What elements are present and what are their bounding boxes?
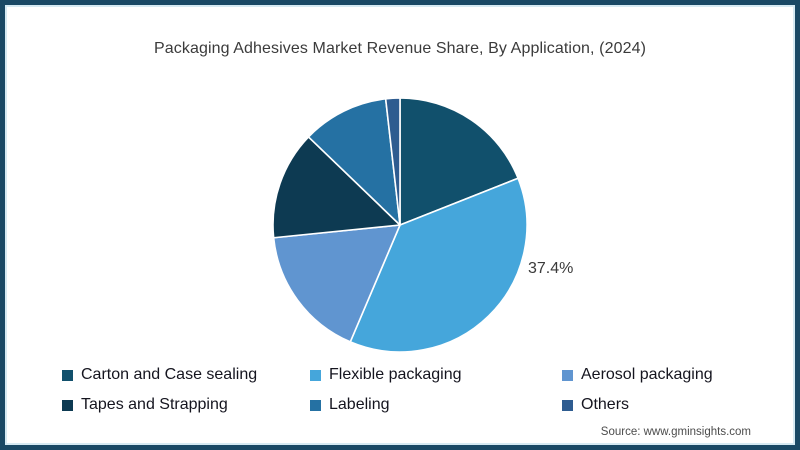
legend-item-flexible-packaging: Flexible packaging: [310, 365, 562, 385]
legend-item-aerosol-packaging: Aerosol packaging: [562, 365, 762, 385]
legend-label: Tapes and Strapping: [81, 396, 228, 413]
legend-swatch-carton-and-case-sealing: [62, 369, 73, 381]
legend-label: Flexible packaging: [329, 366, 462, 383]
pie-slice-tapes-and-strapping: [272, 136, 401, 239]
legend-swatch-labeling: [310, 399, 321, 411]
legend-item-carton-and-case-sealing: Carton and Case sealing: [62, 365, 310, 385]
pie-slice-flexible-packaging: [349, 177, 528, 353]
legend-item-tapes-and-strapping: Tapes and Strapping: [62, 395, 310, 415]
pie-chart: [272, 97, 528, 353]
legend-label: Carton and Case sealing: [81, 366, 258, 383]
chart-legend: Carton and Case sealing Flexible packagi…: [62, 365, 762, 415]
pie-slice-carton-and-case-sealing: [399, 97, 519, 226]
legend-swatch-flexible-packaging: [310, 369, 321, 381]
legend-swatch-others: [562, 399, 573, 411]
legend-label: Aerosol packaging: [581, 366, 713, 383]
pie-slice-others: [384, 97, 401, 226]
pie-chart-area: [270, 95, 530, 355]
source-attribution: Source: www.gminsights.com: [600, 426, 751, 438]
legend-swatch-tapes-and-strapping: [62, 399, 73, 411]
pie-slice-aerosol-packaging: [272, 224, 401, 343]
chart-title: Packaging Adhesives Market Revenue Share…: [153, 40, 647, 57]
pie-slice-labeling: [307, 98, 401, 226]
legend-item-labeling: Labeling: [310, 395, 562, 415]
legend-label: Labeling: [329, 396, 390, 413]
legend-label: Others: [581, 396, 630, 413]
legend-item-others: Others: [562, 395, 762, 415]
pie-data-label-flexible-packaging: 37.4%: [528, 260, 574, 277]
legend-swatch-aerosol-packaging: [562, 369, 573, 381]
